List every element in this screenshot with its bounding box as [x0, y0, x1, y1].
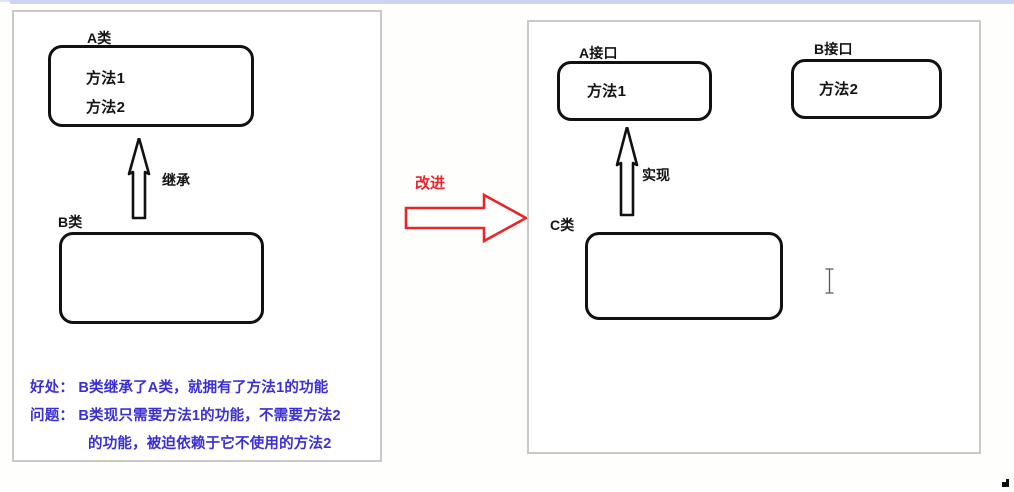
before-panel: A类 方法1 方法2 继承 B类 好处： B类继承了A类，就拥有了方法1的功能 …: [12, 10, 382, 462]
interface-a-box[interactable]: [557, 61, 712, 121]
note-line-3: 的功能，被迫依赖于它不使用的方法2: [88, 436, 332, 452]
note-line-1: 好处： B类继承了A类，就拥有了方法1的功能: [30, 380, 329, 396]
class-c-box[interactable]: [585, 232, 783, 320]
top-accent-strip: [10, 0, 1014, 4]
class-b-label: B类: [58, 214, 83, 230]
after-panel: A接口 方法1 B接口 方法2 实现 C类: [527, 20, 981, 454]
class-c-label: C类: [550, 217, 575, 233]
realization-arrow: [612, 125, 652, 222]
interface-b-member-1: 方法2: [819, 81, 859, 98]
interface-b-box[interactable]: [791, 59, 942, 119]
class-a-member-1: 方法1: [86, 70, 126, 87]
text-cursor-icon: [824, 268, 835, 294]
interface-a-label: A接口: [579, 45, 618, 61]
improve-arrow-icon: [404, 192, 529, 249]
interface-b-label: B接口: [814, 41, 853, 57]
class-a-member-2: 方法2: [86, 99, 126, 116]
interface-a-member-1: 方法1: [587, 83, 627, 100]
inheritance-arrow-label: 继承: [162, 172, 190, 188]
realization-arrow-label: 实现: [642, 167, 670, 183]
improve-label: 改进: [415, 175, 446, 192]
corner-marker-icon: [998, 474, 1009, 487]
note-line-2: 问题： B类现只需要方法1的功能，不需要方法2: [30, 408, 341, 424]
inheritance-arrow: [124, 136, 164, 225]
class-a-label: A类: [87, 30, 112, 46]
class-a-box[interactable]: [48, 45, 254, 127]
class-b-box[interactable]: [59, 232, 264, 324]
